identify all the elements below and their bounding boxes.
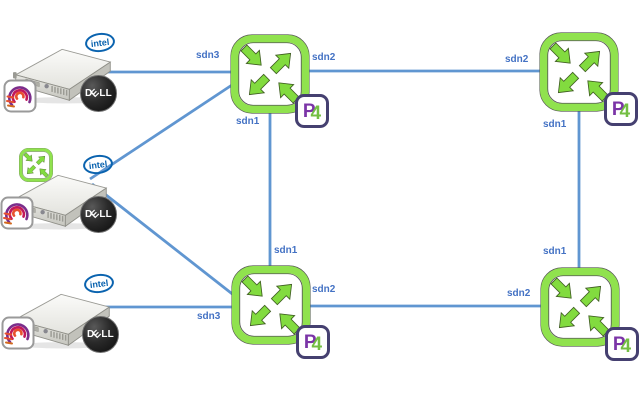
port-label-sdn1: sdn1 <box>274 245 298 256</box>
link-server2-to-switch-top-left <box>89 79 239 181</box>
port-label-sdn1: sdn1 <box>543 119 567 130</box>
p4-badge-text-p: P <box>303 331 317 353</box>
swirl-logo-icon <box>1 316 35 350</box>
port-label-sdn2: sdn2 <box>312 52 336 63</box>
dell-badge-text-ll: LL <box>99 209 112 220</box>
p4-badge-text-4: 4 <box>311 333 323 355</box>
port-label-sdn2: sdn2 <box>507 288 531 299</box>
dell-badge-text-ll: LL <box>99 88 112 99</box>
intel-logo-text: intel <box>88 158 108 171</box>
p4-badge-text-p: P <box>302 100 316 122</box>
link-server2-to-switch-bottom-left <box>91 182 241 302</box>
swirl-logo-icon <box>3 79 37 113</box>
dell-badge-text-d: D <box>85 209 93 220</box>
port-label-sdn2: sdn2 <box>505 54 529 65</box>
p4-badge-text-p: P <box>612 333 626 355</box>
port-label-sdn2: sdn2 <box>312 284 336 295</box>
dell-badge-text-ll: LL <box>101 329 114 340</box>
p4-badge-text-4: 4 <box>619 100 631 122</box>
port-label-sdn3: sdn3 <box>197 311 221 322</box>
dell-badge-text-d: D <box>85 88 93 99</box>
port-label-sdn3: sdn3 <box>196 50 220 61</box>
intel-logo-text: intel <box>90 36 110 49</box>
port-label-sdn1: sdn1 <box>543 246 567 257</box>
p4-badge-text-p: P <box>611 98 625 120</box>
swirl-logo-icon <box>0 196 34 230</box>
dell-badge-text-d: D <box>87 329 95 340</box>
p4-badge-text-4: 4 <box>310 102 322 124</box>
port-label-sdn1: sdn1 <box>236 116 260 127</box>
intel-logo-text: intel <box>89 277 109 290</box>
p4-badge-text-4: 4 <box>620 335 632 357</box>
